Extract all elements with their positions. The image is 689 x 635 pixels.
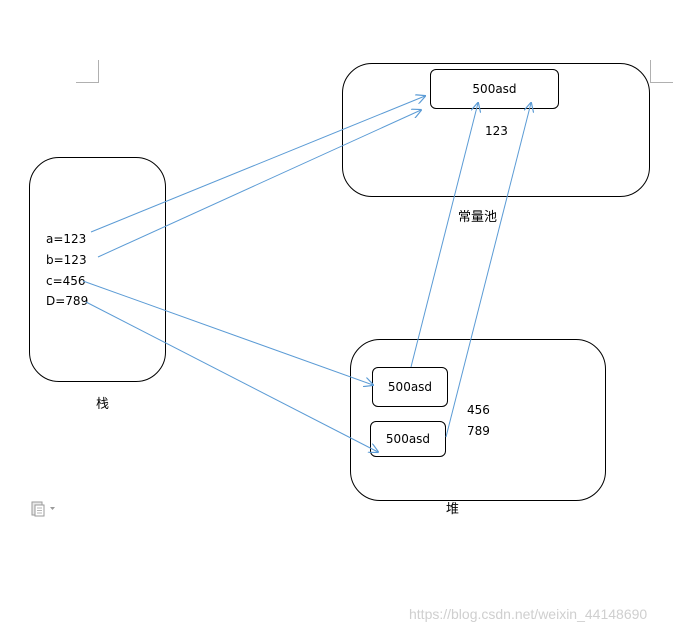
constant-pool-string-box: 500asd <box>430 69 559 109</box>
stack-var-c: c=456 <box>46 274 86 288</box>
constant-pool-caption: 常量池 <box>458 210 498 225</box>
stack-panel <box>29 157 166 382</box>
heap-string-box-1: 500asd <box>372 367 448 407</box>
watermark-url: https://blog.csdn.net/weixin_44148690 <box>409 606 648 622</box>
heap-value-789: 789 <box>467 424 490 438</box>
heap-panel <box>350 339 606 501</box>
stack-caption: 栈 <box>96 397 110 412</box>
heap-string-box-2: 500asd <box>370 421 446 457</box>
page-corner-mark-right <box>650 60 673 83</box>
stack-var-b: b=123 <box>46 253 87 267</box>
constant-pool-value-123: 123 <box>485 124 508 138</box>
stack-var-d: D=789 <box>46 294 89 308</box>
heap-value-456: 456 <box>467 403 490 417</box>
heap-caption: 堆 <box>446 502 460 517</box>
stack-var-a: a=123 <box>46 232 87 246</box>
paste-options-icon[interactable] <box>30 500 58 518</box>
page-corner-mark-left <box>76 60 99 83</box>
